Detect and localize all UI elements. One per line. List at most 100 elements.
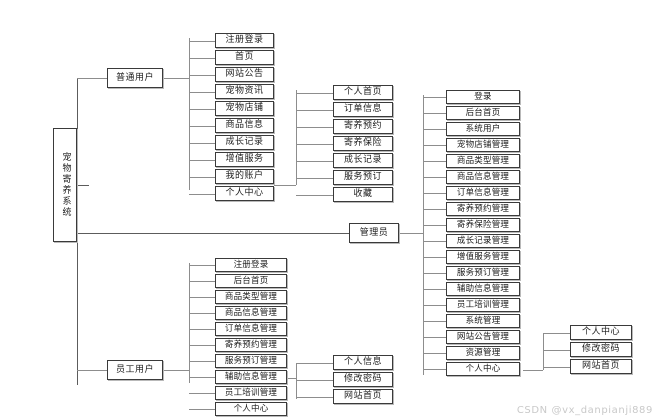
role-admin[interactable]: 管理员 <box>349 223 399 243</box>
admin-menu-connector <box>423 353 446 354</box>
regular-center-bus <box>296 90 297 185</box>
staff-inlink <box>77 370 107 371</box>
regular-user-center-connector <box>296 177 333 179</box>
regular-user-center-connector <box>296 143 333 145</box>
root-spine <box>77 78 78 385</box>
admin-menu-item[interactable]: 商品类型管理 <box>446 154 520 168</box>
staff-menu-item[interactable]: 注册登录 <box>215 258 287 272</box>
regular-user-menu-connector <box>189 74 215 76</box>
admin-center-bus <box>543 334 544 370</box>
admin-menu-item[interactable]: 系统管理 <box>446 314 520 328</box>
regular-user-menu-item[interactable]: 商品信息 <box>215 118 274 133</box>
staff-menu-item[interactable]: 商品信息管理 <box>215 306 287 320</box>
staff-menu-connector <box>189 313 215 314</box>
regular-user-menu-item[interactable]: 注册登录 <box>215 33 274 48</box>
regular-user-center-connector <box>296 126 333 128</box>
admin-menu-item[interactable]: 网站公告管理 <box>446 330 520 344</box>
admin-menu-connector <box>423 145 446 146</box>
admin-menu-connector <box>423 289 446 290</box>
regular-user-menu-connector <box>189 176 215 178</box>
regular-user-menu-item[interactable]: 网站公告 <box>215 67 274 82</box>
regular-user-center-item[interactable]: 成长记录 <box>333 153 393 168</box>
regular-user-menu-connector <box>189 57 215 59</box>
regular-center-outlink <box>274 185 296 186</box>
regular-user-menu-item[interactable]: 我的账户 <box>215 169 274 184</box>
admin-center-item[interactable]: 修改密码 <box>570 342 632 357</box>
admin-menu-connector <box>423 321 446 322</box>
staff-menu-item[interactable]: 员工培训管理 <box>215 386 287 400</box>
regular-user-center-item[interactable]: 收藏 <box>333 187 393 202</box>
admin-menu-connector <box>423 273 446 274</box>
admin-menu-item[interactable]: 员工培训管理 <box>446 298 520 312</box>
regular-user-center-item[interactable]: 寄养保险 <box>333 136 393 151</box>
staff-menu-item[interactable]: 服务预订管理 <box>215 354 287 368</box>
admin-menu-item[interactable]: 个人中心 <box>446 362 520 376</box>
regular-user-center-item[interactable]: 寄养预约 <box>333 119 393 134</box>
regular-user-menu-connector <box>189 159 215 161</box>
admin-menu-item[interactable]: 辅助信息管理 <box>446 282 520 296</box>
regular-user-menu-item[interactable]: 首页 <box>215 50 274 65</box>
regular-user-center-connector <box>296 160 333 162</box>
staff-menu-connector <box>189 281 215 282</box>
regular-user-outlink <box>163 78 189 79</box>
admin-center-connector <box>543 366 570 368</box>
admin-menu-connector <box>423 257 446 258</box>
admin-menu-item[interactable]: 寄养保险管理 <box>446 218 520 232</box>
admin-menu-item[interactable]: 商品信息管理 <box>446 170 520 184</box>
staff-menu-item[interactable]: 订单信息管理 <box>215 322 287 336</box>
admin-bus <box>423 95 424 375</box>
admin-menu-item[interactable]: 成长记录管理 <box>446 234 520 248</box>
staff-outlink <box>163 370 189 371</box>
regular-user-center-item[interactable]: 订单信息 <box>333 102 393 117</box>
staff-center-item[interactable]: 修改密码 <box>333 372 393 387</box>
staff-menu-connector <box>189 329 215 330</box>
regular-user-center-item[interactable]: 个人首页 <box>333 85 393 100</box>
admin-center-item[interactable]: 网站首页 <box>570 359 632 374</box>
admin-menu-item[interactable]: 寄养预约管理 <box>446 202 520 216</box>
regular-user-menu-connector <box>189 193 215 195</box>
regular-user-menu-connector <box>189 91 215 93</box>
admin-menu-connector <box>423 369 446 370</box>
regular-user-menu-item[interactable]: 宠物店铺 <box>215 101 274 116</box>
admin-menu-connector <box>423 225 446 226</box>
regular-user-menu-item[interactable]: 宠物资讯 <box>215 84 274 99</box>
admin-menu-item[interactable]: 订单信息管理 <box>446 186 520 200</box>
staff-center-item[interactable]: 网站首页 <box>333 389 393 404</box>
admin-menu-item[interactable]: 登录 <box>446 90 520 104</box>
regular-user-center-connector <box>296 109 333 111</box>
staff-menu-connector <box>189 361 215 362</box>
staff-menu-item[interactable]: 寄养预约管理 <box>215 338 287 352</box>
regular-user-menu-item[interactable]: 成长记录 <box>215 135 274 150</box>
staff-center-bus <box>296 363 297 399</box>
admin-outlink <box>399 233 423 234</box>
regular-user-menu-connector <box>189 125 215 127</box>
regular-user-menu-item[interactable]: 个人中心 <box>215 186 274 201</box>
admin-center-connector <box>543 332 570 334</box>
regular-user-center-connector <box>296 92 333 94</box>
regular-user-bus <box>189 38 190 190</box>
role-staff-user[interactable]: 员工用户 <box>107 360 163 380</box>
admin-menu-item[interactable]: 后台首页 <box>446 106 520 120</box>
admin-menu-connector <box>423 305 446 306</box>
regular-user-menu-item[interactable]: 增值服务 <box>215 152 274 167</box>
admin-menu-connector <box>423 209 446 210</box>
staff-center-item[interactable]: 个人信息 <box>333 355 393 370</box>
staff-menu-item[interactable]: 后台首页 <box>215 274 287 288</box>
regular-user-menu-connector <box>189 40 215 42</box>
admin-menu-item[interactable]: 服务预订管理 <box>446 266 520 280</box>
staff-menu-item[interactable]: 个人中心 <box>215 402 287 416</box>
staff-menu-connector <box>189 297 215 298</box>
admin-menu-item[interactable]: 系统用户 <box>446 122 520 136</box>
watermark: CSDN @vx_danpianji889 <box>516 405 653 416</box>
admin-center-item[interactable]: 个人中心 <box>570 325 632 340</box>
staff-menu-item[interactable]: 商品类型管理 <box>215 290 287 304</box>
admin-menu-item[interactable]: 增值服务管理 <box>446 250 520 264</box>
role-regular-user[interactable]: 普通用户 <box>107 68 163 88</box>
admin-menu-item[interactable]: 宠物店铺管理 <box>446 138 520 152</box>
admin-menu-connector <box>423 177 446 178</box>
admin-center-connector <box>543 349 570 351</box>
regular-user-center-item[interactable]: 服务预订 <box>333 170 393 185</box>
staff-menu-item[interactable]: 辅助信息管理 <box>215 370 287 384</box>
admin-menu-item[interactable]: 资源管理 <box>446 346 520 360</box>
